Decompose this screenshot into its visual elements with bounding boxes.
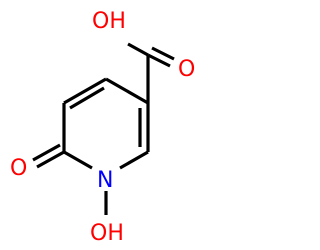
acid-carbonyl-o-label: O — [178, 57, 195, 82]
bond-c7-o-double — [32, 143, 61, 162]
acid-oh-label: OH — [92, 9, 126, 34]
bond-acid-o-double — [151, 46, 175, 61]
n-oh-label: OH — [90, 221, 124, 246]
ring-n-label: N — [97, 168, 113, 193]
bond-n-c2 — [119, 150, 149, 170]
bond-c5-c6-inner — [69, 86, 105, 110]
bond-acid-o — [147, 53, 171, 68]
ring-carbonyl-o-label: O — [10, 156, 27, 181]
chemical-structure: OH O O N OH — [10, 9, 195, 246]
bond-c5-c6 — [63, 77, 107, 105]
bond-c3-c5 — [105, 77, 149, 105]
structure-canvas: OH O O N OH — [10, 9, 196, 246]
bond-acid-oh — [127, 42, 149, 57]
bond-c7-n — [63, 150, 93, 170]
bond-c7-o — [36, 150, 65, 169]
